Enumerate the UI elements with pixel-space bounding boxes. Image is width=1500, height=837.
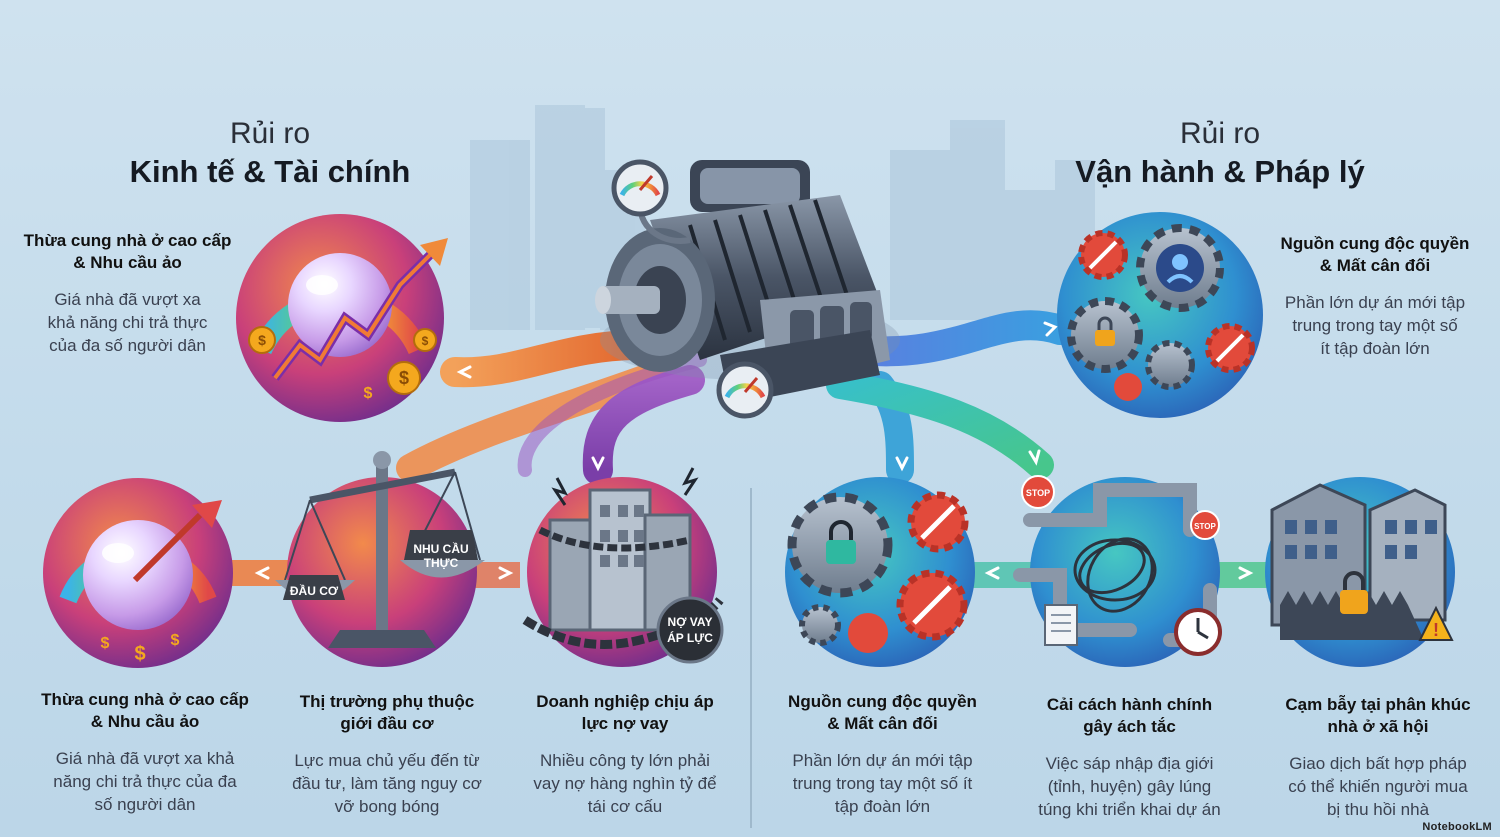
svg-text:!: !: [1433, 620, 1439, 640]
item-title: Cải cách hành chính gây ách tắc: [1046, 695, 1213, 736]
balance-scale-icon: NHU CẦU THỰC ĐẦU CƠ: [275, 451, 485, 667]
gears-lock-icon: [785, 477, 975, 667]
item-description: Phần lớn dự án mới tập trung trong tay m…: [792, 751, 973, 816]
stop-sign-label: STOP: [1194, 522, 1216, 531]
item-description: Việc sáp nhập địa giới (tỉnh, huyện) gây…: [1038, 754, 1221, 819]
housing-trap-icon: !: [1265, 477, 1455, 667]
gears-lock-icon: [1057, 212, 1263, 418]
right-heading: Rủi ro Vận hành & Pháp lý: [1030, 116, 1410, 192]
bubble-gauge-icon: $ $ $: [43, 478, 233, 668]
pressure-gauge-icon: [611, 159, 691, 244]
item-title: Nguồn cung độc quyền & Mất cân đối: [1280, 234, 1470, 275]
bottom-risk-item: Nguồn cung độc quyền & Mất cân đối Phần …: [765, 691, 1000, 818]
bubble-gauge-icon: $ $ $ $: [236, 214, 448, 422]
right-heading-main: Vận hành & Pháp lý: [1075, 154, 1365, 189]
left-heading-pre: Rủi ro: [229, 117, 311, 150]
item-description: Lực mua chủ yếu đến từ đầu tư, làm tăng …: [292, 751, 482, 816]
item-description: Nhiều công ty lớn phải vay nợ hàng nghìn…: [533, 751, 717, 816]
item-description: Giá nhà đã vượt xa khả năng chi trả thực…: [53, 749, 237, 814]
stop-sign-label: STOP: [1026, 488, 1050, 498]
pressure-gauge-icon: [716, 361, 774, 419]
svg-text:$: $: [422, 334, 429, 348]
item-title: Thị trường phụ thuộc giới đầu cơ: [299, 692, 475, 733]
no-vay-label: ÁP LỰC: [667, 630, 713, 645]
item-title: Thừa cung nhà ở cao cấp & Nhu cầu ảo: [41, 690, 249, 731]
svg-text:$: $: [399, 368, 409, 388]
svg-text:$: $: [364, 385, 373, 402]
svg-text:$: $: [258, 332, 266, 348]
item-title: Thừa cung nhà ở cao cấp & Nhu cầu ảo: [23, 231, 232, 272]
flow-arrows: [228, 310, 1280, 588]
right-heading-pre: Rủi ro: [1179, 117, 1261, 150]
bottom-risk-item: Thừa cung nhà ở cao cấp & Nhu cầu ảo Giá…: [20, 689, 270, 816]
notebooklm-logo: NotebookLM: [1422, 821, 1492, 833]
dau-co-label: ĐẦU CƠ: [290, 583, 339, 598]
bottom-risk-item: Doanh nghiệp chịu áp lực nợ vay Nhiều cô…: [510, 691, 740, 818]
left-heading: Rủi ro Kinh tế & Tài chính: [80, 116, 460, 192]
svg-text:$: $: [171, 632, 180, 649]
nhu-cau-thuc-label: NHU CẦU: [413, 541, 468, 556]
chained-building-icon: NỢ VAY ÁP LỰC: [522, 467, 724, 667]
svg-text:$: $: [101, 635, 110, 652]
tangled-pipes-icon: STOP STOP: [1013, 475, 1222, 667]
bottom-risk-item: Cạm bẫy tại phân khúc nhà ở xã hội Giao …: [1262, 694, 1494, 821]
item-description: Giá nhà đã vượt xa khả năng chi trả thực…: [47, 290, 208, 355]
item-title: Cạm bẫy tại phân khúc nhà ở xã hội: [1285, 695, 1471, 736]
bottom-risk-item: Cải cách hành chính gây ách tắc Việc sáp…: [1012, 694, 1247, 821]
top-left-risk-item: Thừa cung nhà ở cao cấp & Nhu cầu ảo Giá…: [0, 230, 255, 357]
no-vay-label: NỢ VAY: [668, 615, 713, 629]
left-heading-main: Kinh tế & Tài chính: [129, 154, 411, 189]
item-description: Phần lớn dự án mới tập trung trong tay m…: [1284, 293, 1466, 358]
top-right-risk-item: Nguồn cung độc quyền & Mất cân đối Phần …: [1255, 233, 1495, 360]
item-title: Nguồn cung độc quyền & Mất cân đối: [788, 692, 977, 733]
item-title: Doanh nghiệp chịu áp lực nợ vay: [536, 692, 714, 733]
section-divider: [750, 488, 752, 828]
engine-icon: [595, 160, 900, 405]
svg-text:$: $: [134, 643, 145, 665]
item-description: Giao dịch bất hợp pháp có thể khiến ngườ…: [1288, 754, 1468, 819]
nhu-cau-thuc-label: THỰC: [424, 556, 459, 570]
bottom-risk-item: Thị trường phụ thuộc giới đầu cơ Lực mua…: [272, 691, 502, 818]
